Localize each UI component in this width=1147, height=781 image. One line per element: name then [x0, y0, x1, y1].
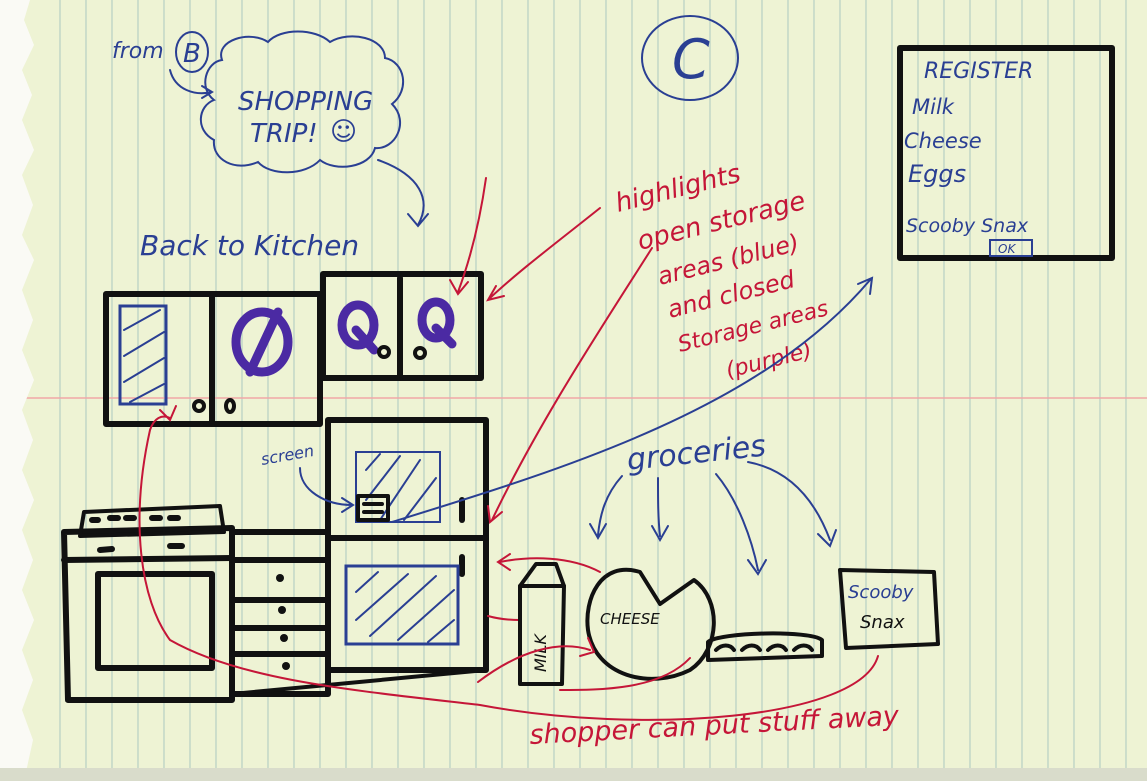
- cabinet-knob: [194, 401, 204, 411]
- bottom-note: shopper can put stuff away: [529, 701, 901, 751]
- milk-carton-item[interactable]: MILK: [520, 564, 564, 684]
- highlight-arrow: [488, 208, 600, 300]
- smiley-icon: ☺: [330, 117, 357, 147]
- register-item: Eggs: [908, 160, 966, 188]
- stove: [64, 506, 232, 700]
- eggs-carton-item[interactable]: [708, 633, 822, 660]
- from-letter: B: [183, 39, 201, 69]
- cheese-label: CHEESE: [600, 610, 660, 628]
- page-bottom-shadow: [0, 768, 1147, 781]
- from-label: from: [112, 39, 164, 64]
- snax-label-1: Scooby: [848, 582, 914, 603]
- cabinet-knob: [379, 347, 389, 357]
- cabinet-knob: [226, 400, 234, 412]
- groceries-label: groceries: [625, 429, 767, 478]
- cloud-text-2: TRIP!: [250, 119, 318, 149]
- ruled-lines: [60, 0, 1126, 781]
- snax-label-2: Snax: [860, 612, 905, 633]
- highlight-arrow: [488, 616, 520, 620]
- register-panel: REGISTER Milk Cheese Eggs Scooby Snax OK: [900, 48, 1112, 258]
- highlight-note: highlights open storage areas (blue) and…: [612, 159, 831, 384]
- page-letter: C: [672, 28, 710, 91]
- closed-storage-marker[interactable]: [422, 302, 452, 344]
- cloud-arrow: [378, 160, 428, 226]
- groceries-arrow: [716, 474, 766, 574]
- upper-left-storage-open[interactable]: [120, 306, 166, 404]
- back-label: Back to Kitchen: [140, 229, 359, 262]
- register-item: Scooby Snax: [906, 215, 1029, 237]
- cloud-text-1: SHOPPING: [238, 87, 373, 117]
- register-item: Cheese: [904, 129, 982, 153]
- register-title: REGISTER: [924, 59, 1033, 84]
- torn-edge: [0, 0, 34, 781]
- closed-storage-marker[interactable]: [342, 305, 374, 350]
- scooby-snax-item[interactable]: Scooby Snax: [840, 570, 938, 648]
- groceries-arrow: [748, 462, 836, 546]
- cabinet-knob: [415, 348, 425, 358]
- register-item: Milk: [912, 95, 955, 119]
- groceries-arrow: [652, 478, 668, 540]
- fridge-lower-storage-open[interactable]: [346, 566, 458, 644]
- highlight-arrow: [488, 248, 652, 522]
- closed-storage-marker[interactable]: [236, 312, 288, 372]
- register-ok-label: OK: [998, 242, 1016, 256]
